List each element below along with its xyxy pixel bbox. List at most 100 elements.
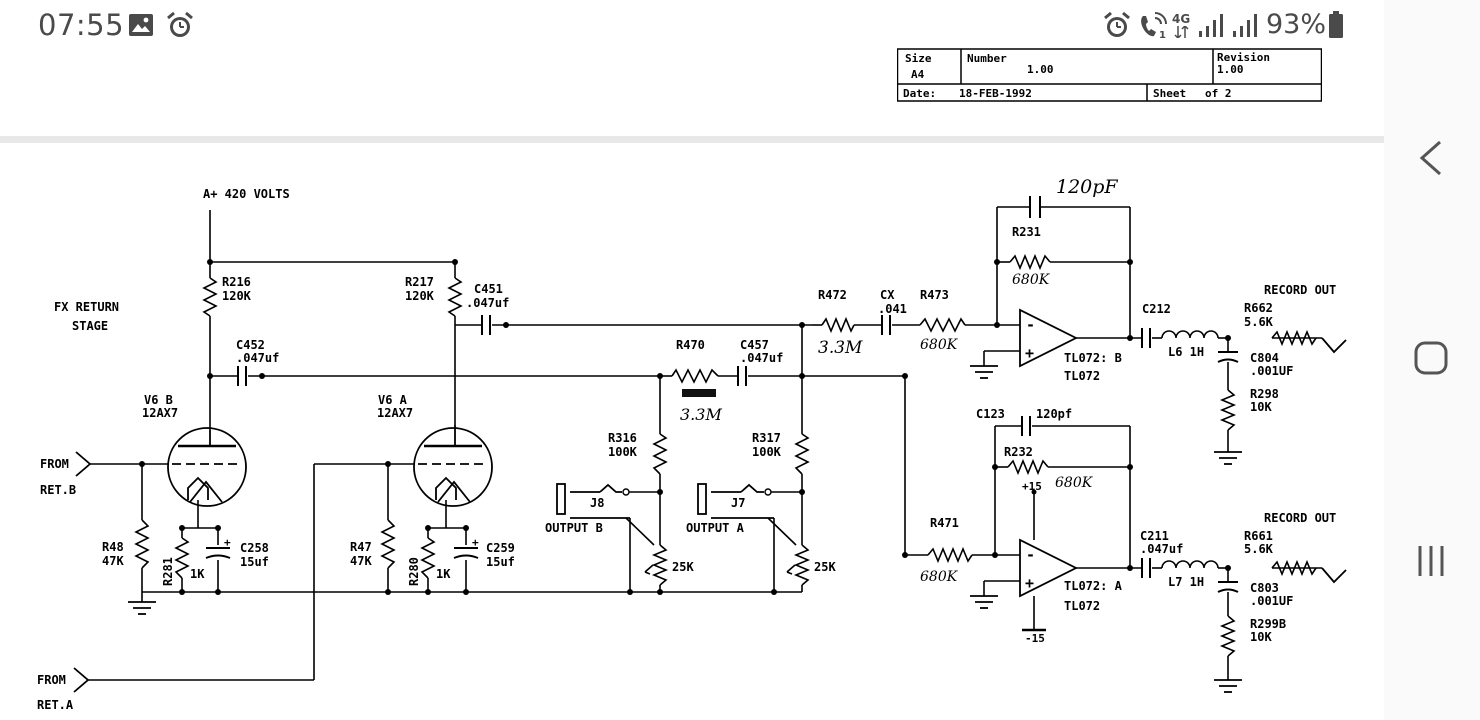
signal-icon bbox=[1233, 14, 1257, 37]
battery-icon bbox=[1329, 11, 1343, 38]
resistor-r661 bbox=[1271, 559, 1317, 577]
opamp-a-plus: + bbox=[1025, 574, 1034, 592]
plus15-label: +15 bbox=[1022, 480, 1042, 493]
r473-handwritten: 680K bbox=[920, 337, 959, 353]
r47-value: 47K bbox=[350, 554, 372, 568]
r299-value: 10K bbox=[1250, 630, 1272, 644]
ground-icon bbox=[1214, 679, 1242, 693]
c804-value: .001UF bbox=[1250, 364, 1293, 378]
battery-percent: 93% bbox=[1266, 9, 1327, 40]
supply-label: A+ 420 VOLTS bbox=[203, 187, 290, 201]
svg-text:1: 1 bbox=[1159, 30, 1166, 40]
svg-text:+: + bbox=[472, 536, 479, 549]
alarm-icon bbox=[167, 11, 193, 37]
cx-label: CX bbox=[880, 288, 895, 302]
number-label: Number bbox=[967, 52, 1007, 65]
c451-label: C451 bbox=[474, 282, 503, 296]
r281-label: R281 bbox=[161, 557, 175, 586]
tube-v6b bbox=[167, 427, 247, 507]
sheet-label: Sheet bbox=[1153, 87, 1186, 100]
r232-handwritten: 680K bbox=[1055, 475, 1094, 491]
r231-handwritten: 680K bbox=[1012, 272, 1051, 288]
home-button[interactable] bbox=[1384, 318, 1480, 398]
opamp-a-label: TL072: A bbox=[1064, 579, 1123, 593]
number-value: 1.00 bbox=[1027, 63, 1054, 76]
input-connectors bbox=[73, 451, 92, 693]
c212-label: C212 bbox=[1142, 302, 1171, 316]
schematic: + + - + - bbox=[0, 143, 1384, 720]
opamp-a-label-2: TL072 bbox=[1064, 599, 1100, 613]
recents-button[interactable] bbox=[1384, 520, 1480, 600]
recents-icon bbox=[1418, 546, 1444, 576]
pot2-value: 25K bbox=[814, 560, 836, 574]
r281-value: 1K bbox=[190, 567, 205, 581]
opamp-b-minus: - bbox=[1026, 316, 1035, 334]
r280-label: R280 bbox=[407, 557, 421, 586]
pot-1 bbox=[651, 544, 669, 586]
jack-j8 bbox=[556, 483, 566, 515]
inductors bbox=[1161, 330, 1219, 569]
opamp-b-plus: + bbox=[1025, 344, 1034, 362]
opamp-tl072-a bbox=[1019, 538, 1079, 598]
v6b-type: 12AX7 bbox=[142, 406, 178, 420]
resistor-r231 bbox=[1009, 253, 1051, 271]
c259-label: C259 bbox=[486, 541, 515, 555]
j8-label: J8 bbox=[590, 496, 604, 510]
data-arrows-icon bbox=[1174, 26, 1189, 38]
revision-label: Revision bbox=[1217, 51, 1270, 64]
from-a-label: FROM bbox=[37, 673, 66, 687]
resistor-r299 bbox=[1219, 615, 1237, 657]
r316-value: 100K bbox=[608, 445, 638, 459]
r47-label: R47 bbox=[350, 540, 372, 554]
r48-value: 47K bbox=[102, 554, 124, 568]
l6-label: L6 1H bbox=[1168, 345, 1204, 359]
c258-label: C258 bbox=[240, 541, 269, 555]
r298-value: 10K bbox=[1250, 400, 1272, 414]
stage-title-1: FX RETURN bbox=[54, 300, 119, 314]
pot1-value: 25K bbox=[672, 560, 694, 574]
l7-label: L7 1H bbox=[1168, 575, 1204, 589]
r280-value: 1K bbox=[436, 567, 451, 581]
opamp-b-label-2: TL072 bbox=[1064, 369, 1100, 383]
r217-label: R217 bbox=[405, 275, 434, 289]
c451-value: .047uf bbox=[466, 296, 509, 310]
r216-label: R216 bbox=[222, 275, 251, 289]
v6a-label: V6 A bbox=[378, 393, 408, 407]
opamp-a-minus: - bbox=[1026, 546, 1035, 564]
size-value: A4 bbox=[911, 68, 925, 81]
r232-label: R232 bbox=[1004, 445, 1033, 459]
c803-label: C803 bbox=[1250, 581, 1279, 595]
navigation-bar bbox=[1384, 0, 1480, 720]
capacitors bbox=[205, 196, 1239, 593]
r473-label: R473 bbox=[920, 288, 949, 302]
resistor-r280 bbox=[420, 537, 436, 579]
c211-value: .047uf bbox=[1140, 542, 1183, 556]
back-button[interactable] bbox=[1384, 118, 1480, 198]
sheet-value: of 2 bbox=[1205, 87, 1232, 100]
resistor-r472 bbox=[821, 316, 855, 334]
junction-dots bbox=[139, 259, 1231, 595]
opamp-tl072-b bbox=[1019, 308, 1079, 368]
r471-handwritten: 680K bbox=[920, 569, 959, 585]
r299-label: R299B bbox=[1250, 617, 1286, 631]
ground-icon bbox=[970, 595, 998, 609]
network-type: 4G bbox=[1172, 12, 1191, 26]
resistor-r470 bbox=[671, 368, 719, 384]
record-out-1: RECORD OUT bbox=[1264, 283, 1336, 297]
output-a-label: OUTPUT A bbox=[686, 521, 745, 535]
back-icon bbox=[1419, 140, 1441, 176]
scribble-mark bbox=[682, 389, 716, 397]
r316-label: R316 bbox=[608, 431, 637, 445]
divider bbox=[0, 136, 1384, 143]
j7-label: J7 bbox=[731, 496, 745, 510]
c457-label: C457 bbox=[740, 338, 769, 352]
wifi-call-icon: 1 bbox=[1141, 12, 1167, 40]
clock: 07:55 bbox=[38, 8, 125, 42]
ground-icon bbox=[970, 365, 998, 379]
resistor-r216 bbox=[202, 277, 218, 317]
r317-value: 100K bbox=[752, 445, 782, 459]
resistor-r47 bbox=[380, 519, 396, 569]
minus15-label: -15 bbox=[1025, 632, 1045, 645]
resistor-r662 bbox=[1271, 329, 1317, 347]
r317-label: R317 bbox=[752, 431, 781, 445]
